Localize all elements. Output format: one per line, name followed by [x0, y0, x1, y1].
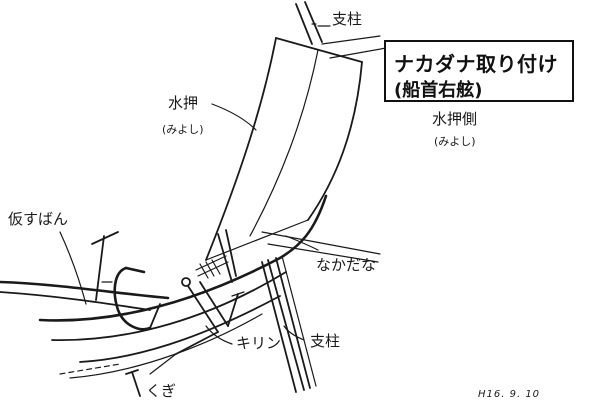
label-miyoshi-side-reading: (みよし)	[434, 135, 476, 148]
label-nail: くぎ	[146, 382, 177, 400]
label-board-clamp: 仮すばん	[8, 210, 69, 228]
kirin-brace	[149, 281, 245, 375]
dashed-edge	[59, 363, 121, 375]
c-clamp-left	[91, 231, 161, 331]
date-stamp: H16. 9. 10	[478, 389, 541, 400]
nail	[125, 369, 141, 397]
label-support-post-top: 支柱	[332, 10, 363, 28]
hull-planks	[0, 194, 381, 379]
label-miyoshi-main-reading: (みよし)	[162, 123, 204, 136]
title-line-1: ナカダナ取り付け	[394, 52, 558, 76]
title-box: ナカダナ取り付け (船首右舷)	[384, 40, 574, 102]
support-post-bottom	[261, 255, 317, 393]
label-kirin: キリン	[236, 334, 282, 352]
label-support-post-bottom: 支柱	[310, 332, 341, 350]
label-miyoshi-side: 水押側	[432, 110, 478, 128]
label-nakadana: なかだな	[316, 256, 377, 274]
label-miyoshi-main: 水押	[168, 94, 199, 112]
miyoshi-board	[205, 37, 363, 261]
bolt-assembly	[181, 229, 237, 287]
title-line-2: (船首右舷)	[394, 80, 483, 101]
